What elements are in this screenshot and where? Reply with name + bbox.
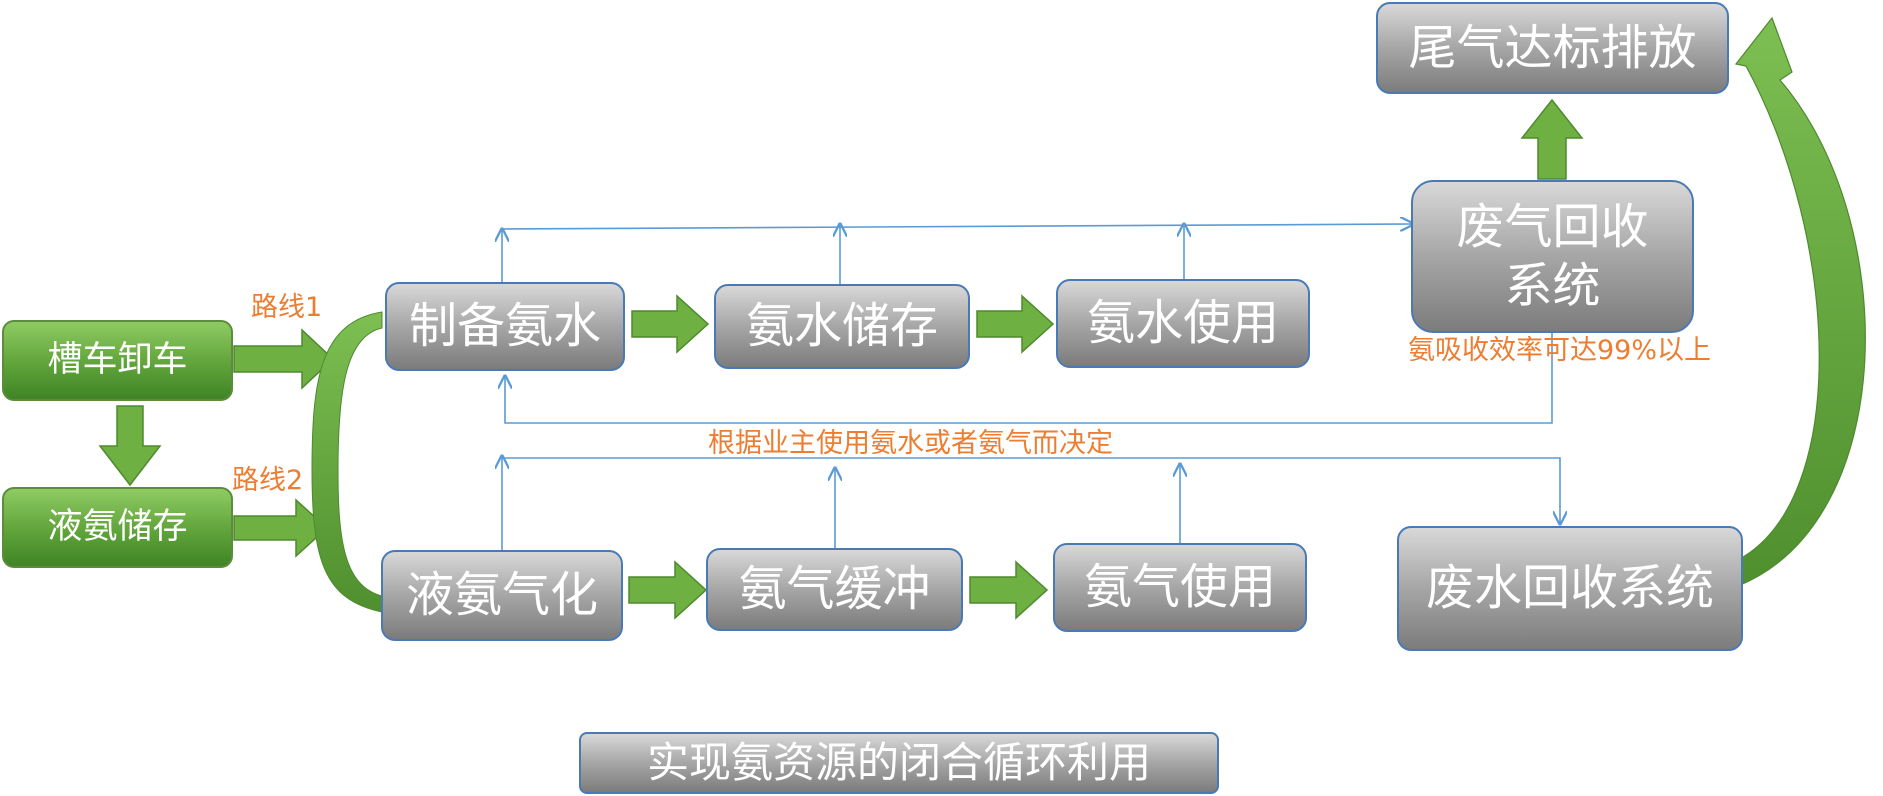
ammonia-gas-use-label: 氨气使用 bbox=[1083, 559, 1276, 616]
ammonia-water-use-box: 氨水使用 bbox=[1056, 279, 1310, 368]
recycle-line bbox=[505, 306, 1553, 424]
route2-arrow bbox=[233, 498, 329, 558]
exhaust-gas-recovery-label: 废气回收系统 bbox=[1456, 198, 1649, 314]
ammonia-water-storage-box: 氨水储存 bbox=[714, 284, 970, 369]
mid-bus-line bbox=[501, 457, 1560, 552]
route1-arrow bbox=[233, 328, 335, 390]
gas-arrow-2 bbox=[969, 560, 1049, 620]
return-curve-arrow bbox=[1734, 16, 1866, 587]
ammonia-gas-use-box: 氨气使用 bbox=[1053, 543, 1307, 632]
ammonia-gas-buffer-box: 氨气缓冲 bbox=[706, 548, 963, 631]
liquid-ammonia-storage-label: 液氨储存 bbox=[47, 507, 188, 548]
prepare-ammonia-water-label: 制备氨水 bbox=[408, 298, 601, 355]
liquid-ammonia-vaporize-label: 液氨气化 bbox=[405, 567, 598, 624]
absorption-efficiency-note: 氨吸收效率可达99%以上 bbox=[1408, 335, 1712, 366]
water-arrow-1 bbox=[631, 294, 710, 354]
water-arrow-2 bbox=[976, 294, 1055, 354]
ammonia-gas-buffer-label: 氨气缓冲 bbox=[738, 561, 931, 618]
route1-label: 路线1 bbox=[251, 292, 323, 323]
closed-loop-slogan: 实现氨资源的闭合循环利用 bbox=[579, 732, 1219, 794]
ammonia-water-storage-label: 氨水储存 bbox=[745, 298, 938, 355]
tanker-unload-box: 槽车卸车 bbox=[2, 320, 233, 401]
decision-note: 根据业主使用氨水或者氨气而决定 bbox=[708, 428, 1113, 459]
gas-arrow-1 bbox=[628, 560, 708, 620]
route2-label: 路线2 bbox=[232, 465, 304, 496]
prepare-ammonia-water-box: 制备氨水 bbox=[385, 282, 625, 371]
tail-gas-emission-label: 尾气达标排放 bbox=[1408, 19, 1697, 76]
wastewater-recovery-box: 废水回收系统 bbox=[1397, 526, 1743, 651]
wastewater-recovery-label: 废水回收系统 bbox=[1425, 560, 1714, 617]
closed-loop-slogan-label: 实现氨资源的闭合循环利用 bbox=[646, 738, 1151, 788]
emission-up-arrow bbox=[1520, 98, 1584, 180]
exhaust-gas-recovery-box: 废气回收系统 bbox=[1411, 180, 1694, 333]
liquid-ammonia-storage-box: 液氨储存 bbox=[2, 487, 233, 568]
ammonia-water-use-label: 氨水使用 bbox=[1086, 295, 1279, 352]
down-arrow bbox=[98, 405, 162, 487]
liquid-ammonia-vaporize-box: 液氨气化 bbox=[381, 550, 623, 641]
tail-gas-emission-box: 尾气达标排放 bbox=[1376, 2, 1729, 94]
top-bus-line bbox=[501, 224, 1413, 229]
tanker-unload-label: 槽车卸车 bbox=[47, 340, 188, 381]
